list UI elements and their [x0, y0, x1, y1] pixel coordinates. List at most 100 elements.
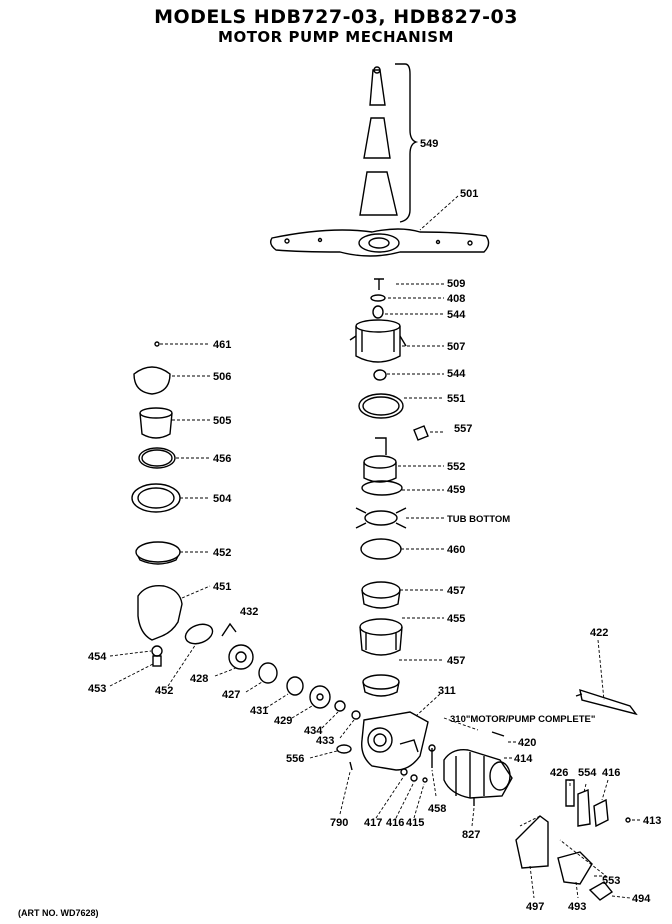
- part-455-filter: [359, 618, 403, 656]
- label-454: 454: [88, 651, 107, 663]
- part-457-ring-upper: [361, 581, 401, 609]
- label-553: 553: [602, 875, 620, 887]
- label-455: 455: [447, 613, 465, 625]
- label-tub-bottom: TUB BOTTOM: [447, 514, 510, 525]
- part-556-plug: [336, 744, 352, 754]
- label-556: 556: [286, 753, 304, 765]
- part-431-ring: [286, 676, 304, 696]
- part-432-spring: [221, 622, 237, 637]
- part-460-gasket: [360, 538, 402, 560]
- part-506-cap: [133, 366, 171, 395]
- label-426: 426: [550, 767, 568, 779]
- label-413: 413: [643, 815, 661, 827]
- label-433: 433: [316, 735, 334, 747]
- part-494-pad: [588, 881, 614, 901]
- diagram-subtitle: MOTOR PUMP MECHANISM: [218, 28, 454, 46]
- part-551-ring: [358, 393, 404, 419]
- label-452-lower: 452: [155, 685, 173, 697]
- label-551: 551: [447, 393, 465, 405]
- label-416: 416: [386, 817, 404, 829]
- part-554-bracket: [577, 788, 591, 827]
- label-420: 420: [518, 737, 536, 749]
- part-504-ring: [131, 483, 181, 513]
- part-453-fitting: [152, 655, 162, 667]
- label-557: 557: [454, 423, 472, 435]
- label-509: 509: [447, 278, 465, 290]
- label-414: 414: [514, 753, 533, 765]
- part-497-mount: [515, 815, 549, 869]
- label-422: 422: [590, 627, 608, 639]
- part-493-support: [557, 851, 593, 885]
- part-413-screw: [625, 817, 631, 823]
- label-549: 549: [420, 138, 438, 150]
- part-544-bushing: [372, 305, 384, 319]
- label-417: 417: [364, 817, 382, 829]
- part-509-screw: [374, 278, 384, 290]
- label-552: 552: [447, 461, 465, 473]
- label-501: 501: [460, 188, 478, 200]
- label-506: 506: [213, 371, 231, 383]
- label-428: 428: [190, 673, 208, 685]
- part-507-cover: [349, 319, 407, 363]
- art-number: (ART NO. WD7628): [18, 908, 99, 918]
- label-544: 544: [447, 309, 466, 321]
- part-451-housing: [137, 585, 183, 641]
- label-493: 493: [568, 901, 586, 913]
- diagram-title: MODELS HDB727-03, HDB827-03: [154, 6, 518, 28]
- part-459-gasket: [361, 480, 403, 496]
- label-458: 458: [428, 803, 446, 815]
- label-453: 453: [88, 683, 106, 695]
- label-451: 451: [213, 581, 231, 593]
- part-417-washer: [400, 768, 408, 776]
- part-501-spray-arm: [269, 228, 490, 257]
- part-790-spring: [349, 761, 353, 771]
- label-408: 408: [447, 293, 465, 305]
- leader-lines: [109, 195, 640, 899]
- label-497: 497: [526, 901, 544, 913]
- part-456-gasket: [138, 447, 176, 469]
- part-416-nut: [410, 774, 418, 782]
- label-505: 505: [213, 415, 231, 427]
- label-459: 459: [447, 484, 465, 496]
- tub-bottom-indicator: [355, 507, 407, 529]
- label-504: 504: [213, 493, 232, 505]
- label-429: 429: [274, 715, 292, 727]
- part-427-seal: [258, 662, 278, 684]
- part-429-cover: [309, 685, 331, 709]
- part-544-bushing-lower: [373, 369, 387, 381]
- label-790: 790: [330, 817, 348, 829]
- part-505-strainer: [139, 407, 173, 439]
- label-432: 432: [240, 606, 258, 618]
- label-460: 460: [447, 544, 465, 556]
- label-434: 434: [304, 725, 323, 737]
- label-554: 554: [578, 767, 597, 779]
- label-461: 461: [213, 339, 231, 351]
- label-507: 507: [447, 341, 465, 353]
- part-549-nozzles: [359, 63, 419, 223]
- part-422-strip: [579, 688, 638, 716]
- part-428-impeller: [228, 644, 254, 670]
- label-457-upper: 457: [447, 585, 465, 597]
- part-454-seal: [151, 645, 163, 657]
- part-434-ball: [334, 700, 346, 712]
- part-motor: [443, 749, 513, 799]
- label-431: 431: [250, 705, 268, 717]
- part-433-plug: [351, 710, 361, 720]
- part-557-clip: [413, 425, 429, 441]
- part-461-screw: [154, 341, 160, 347]
- label-427: 427: [222, 689, 240, 701]
- part-452-clamp: [135, 541, 181, 565]
- part-452-clamp-lower: [184, 623, 214, 645]
- label-827: 827: [462, 829, 480, 841]
- part-408-washer: [370, 294, 386, 302]
- part-426-pin: [565, 779, 575, 807]
- label-416-right: 416: [602, 767, 620, 779]
- part-457-ring-lower: [362, 674, 400, 697]
- label-494: 494: [632, 893, 651, 905]
- label-544-lower: 544: [447, 368, 466, 380]
- label-452-upper: 452: [213, 547, 231, 559]
- part-552-impeller: [363, 437, 397, 483]
- label-456: 456: [213, 453, 231, 465]
- part-416-bracket: [593, 798, 609, 828]
